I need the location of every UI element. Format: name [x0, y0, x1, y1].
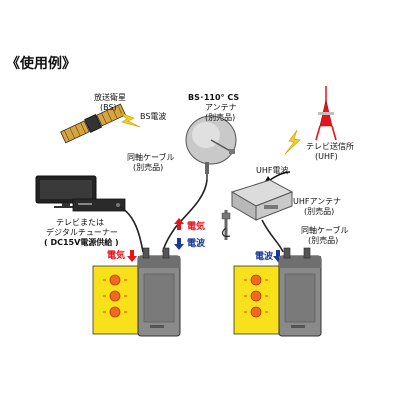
- tv-icon: [35, 175, 97, 208]
- bracket-detail: [221, 227, 231, 237]
- tower-label-1: テレビ送信所: [306, 141, 354, 151]
- tv-label-1: テレビまたは: [56, 218, 104, 227]
- coax-cable-antenna: [162, 179, 208, 253]
- checker-device-icon: [233, 247, 322, 337]
- lightning-icon: [284, 129, 301, 155]
- arrow-down-blue: [174, 238, 184, 250]
- coax-left-label-1: 同軸ケーブル: [127, 152, 175, 162]
- bs-antenna-label-3: (別売品): [205, 112, 235, 122]
- checker-device-icon: [92, 247, 181, 337]
- electricity-label-right: 電気: [187, 220, 205, 232]
- coax-right-label-1: 同軸ケーブル: [301, 225, 349, 235]
- tower-icon: [315, 86, 337, 141]
- satellite-label-2: (BS): [100, 103, 117, 112]
- satellite-icon: [60, 103, 127, 144]
- arrow-down-red: [127, 250, 137, 262]
- wave-label-right: 電波: [255, 250, 274, 262]
- heading: 《使用例》: [6, 55, 76, 72]
- lightning-icon: [119, 112, 141, 128]
- bs-antenna-label-1: BS･110° CS: [188, 93, 239, 102]
- uhf-wave-arrow: [269, 171, 291, 181]
- arrow-up-red: [174, 218, 184, 230]
- bs-antenna-label-2: アンテナ: [205, 103, 237, 112]
- coax-left-label-2: (別売品): [133, 162, 163, 172]
- electricity-label-left: 電気: [107, 249, 125, 261]
- dish-antenna-icon: [185, 115, 237, 180]
- tower-label-2: (UHF): [315, 152, 338, 161]
- uhf-antenna-icon: [221, 179, 294, 240]
- satellite-label-1: 放送衛星: [94, 92, 126, 102]
- wave-label-center: 電波: [187, 237, 206, 249]
- tuner-icon: [72, 198, 126, 212]
- coax-right-label-2: (別売品): [308, 235, 338, 245]
- bs-wave-label: BS電波: [140, 111, 166, 121]
- uhf-antenna-label-2: (別売品): [304, 206, 334, 216]
- tv-label-3: ( DC15V電源供給 ): [44, 237, 119, 247]
- coax-cable-uhf: [261, 219, 284, 253]
- uhf-wave-label: UHF電波: [256, 165, 288, 175]
- coax-cable-tv: [119, 206, 144, 253]
- uhf-antenna-label-1: UHFアンテナ: [293, 197, 341, 206]
- tv-label-2: デジタルチューナー: [46, 227, 118, 237]
